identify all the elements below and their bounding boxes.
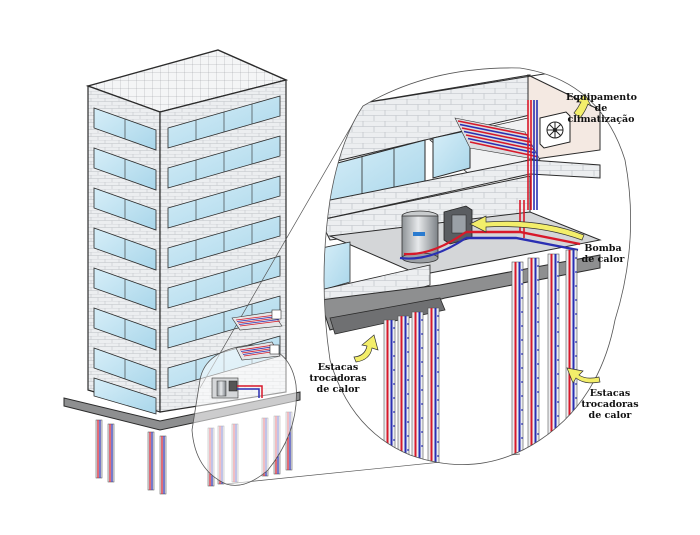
- ground-glass-left: [93, 377, 157, 415]
- storage-tank: [401, 215, 439, 259]
- label-equipment-line2: de: [594, 103, 608, 114]
- label-piles-left-line1: Estacas: [317, 362, 359, 373]
- label-heat-pump: Bomba de calor: [578, 243, 628, 265]
- zoom-line-top: [199, 105, 364, 389]
- label-piles-right: Estacas trocadoras de calor: [580, 388, 640, 421]
- building: [63, 49, 301, 495]
- arrow-piles-left: [353, 334, 379, 363]
- label-equipment-line3: climatização: [567, 114, 635, 125]
- label-piles-right-line1: Estacas: [589, 388, 631, 399]
- label-piles-left-line2: trocadoras: [309, 373, 367, 384]
- base-slab: [63, 391, 301, 431]
- fan-icon: [553, 128, 557, 132]
- label-heat-pump-line2: de calor: [581, 254, 625, 265]
- label-piles-left: Estacas trocadoras de calor: [308, 362, 368, 395]
- label-equipment-line1: Equipamento: [566, 92, 637, 103]
- windows-left: [93, 107, 157, 391]
- arrow-heat-pump: [469, 215, 585, 241]
- zoom-circle-small: [191, 309, 297, 486]
- label-heat-pump-line1: Bomba: [584, 243, 622, 254]
- ac-unit: [539, 111, 571, 149]
- label-equipment: Equipamento de climatização: [566, 92, 637, 125]
- label-piles-left-line3: de calor: [316, 384, 360, 395]
- upper-window-right: [432, 129, 471, 179]
- arrow-piles-right: [566, 367, 601, 384]
- label-piles-right-line2: trocadoras: [581, 399, 639, 410]
- arrow-equipment: [573, 93, 592, 119]
- label-piles-right-line3: de calor: [588, 410, 632, 421]
- windows-right: [167, 95, 281, 389]
- callout-arrows: [353, 93, 601, 384]
